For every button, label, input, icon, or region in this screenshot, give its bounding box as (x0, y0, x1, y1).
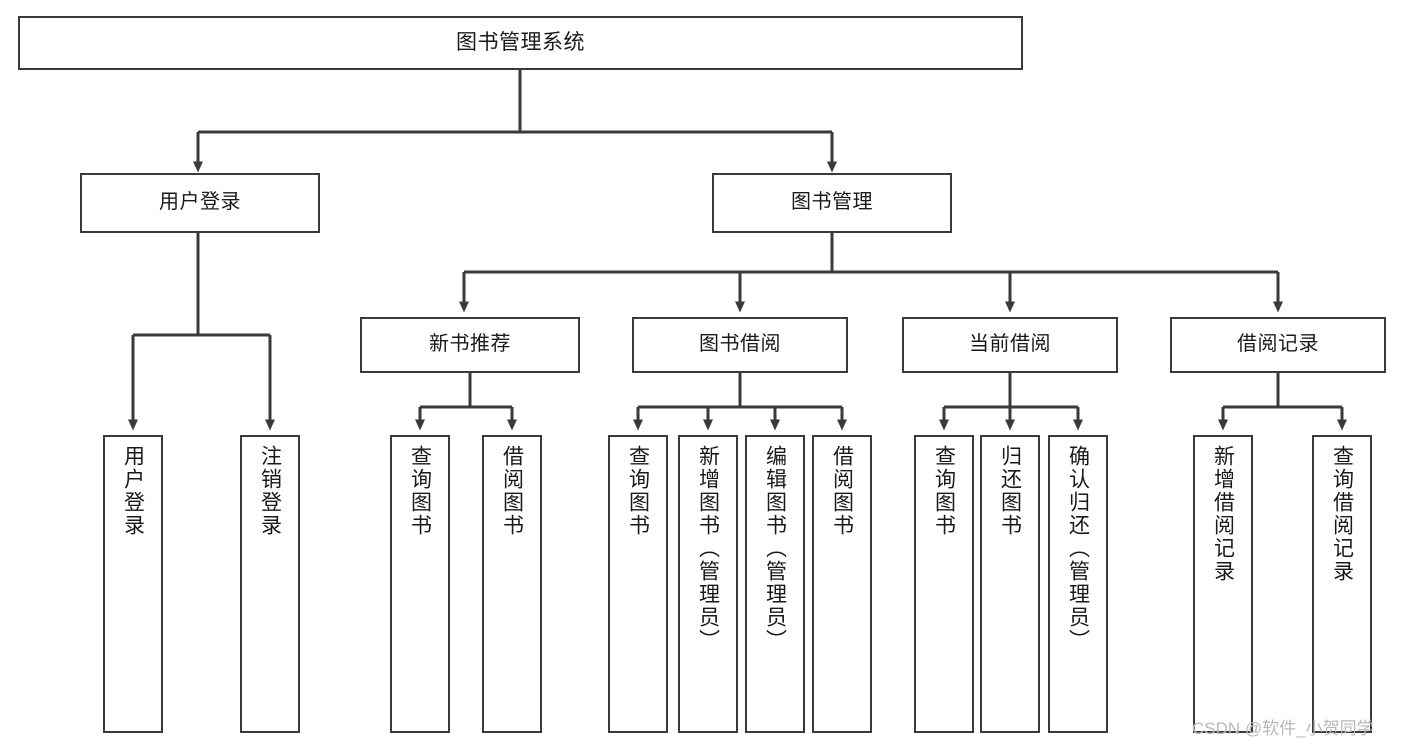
node-label: 图书管理 (791, 191, 873, 214)
node-leaf-confirm-return-admin[interactable]: 确认归还（管理员） (1048, 435, 1108, 733)
node-label: 确认归还（管理员） (1066, 445, 1090, 652)
node-label: 图书管理系统 (456, 30, 585, 54)
node-root-system[interactable]: 图书管理系统 (18, 16, 1023, 70)
node-label: 归还图书 (998, 445, 1022, 537)
node-label: 编辑图书（管理员） (763, 445, 787, 652)
node-label: 借阅图书 (830, 445, 854, 537)
node-leaf-user-login[interactable]: 用户登录 (103, 435, 163, 733)
node-label: 查询图书 (626, 445, 650, 537)
node-label: 新书推荐 (429, 333, 511, 356)
node-leaf-query-book-recommend[interactable]: 查询图书 (390, 435, 450, 733)
node-label: 借阅记录 (1237, 333, 1319, 356)
node-leaf-edit-book-admin[interactable]: 编辑图书（管理员） (745, 435, 805, 733)
node-leaf-borrow-book-recommend[interactable]: 借阅图书 (482, 435, 542, 733)
node-book-borrow[interactable]: 图书借阅 (632, 317, 848, 373)
node-leaf-add-borrow-record[interactable]: 新增借阅记录 (1193, 435, 1253, 733)
node-leaf-logout[interactable]: 注销登录 (240, 435, 300, 733)
node-leaf-return-book[interactable]: 归还图书 (980, 435, 1040, 733)
node-label: 当前借阅 (969, 333, 1051, 356)
node-label: 查询图书 (408, 445, 432, 537)
watermark-text: CSDN @软件_小贺同学 (1192, 719, 1374, 738)
node-new-book-recommend[interactable]: 新书推荐 (360, 317, 580, 373)
node-label: 注销登录 (258, 445, 282, 537)
node-label: 新增借阅记录 (1211, 445, 1235, 583)
node-leaf-query-borrow-record[interactable]: 查询借阅记录 (1312, 435, 1372, 733)
node-leaf-add-book-admin[interactable]: 新增图书（管理员） (678, 435, 738, 733)
node-leaf-borrow-book[interactable]: 借阅图书 (812, 435, 872, 733)
node-label: 查询图书 (932, 445, 956, 537)
node-label: 用户登录 (159, 191, 241, 214)
node-label: 查询借阅记录 (1330, 445, 1354, 583)
node-book-management[interactable]: 图书管理 (712, 173, 952, 233)
node-leaf-query-book-borrow[interactable]: 查询图书 (608, 435, 668, 733)
node-user-login[interactable]: 用户登录 (80, 173, 320, 233)
node-label: 借阅图书 (500, 445, 524, 537)
node-label: 用户登录 (121, 445, 145, 537)
node-leaf-query-book-current[interactable]: 查询图书 (914, 435, 974, 733)
node-label: 新增图书（管理员） (696, 445, 720, 652)
node-label: 图书借阅 (699, 333, 781, 356)
node-current-borrow[interactable]: 当前借阅 (902, 317, 1118, 373)
node-borrow-record[interactable]: 借阅记录 (1170, 317, 1386, 373)
